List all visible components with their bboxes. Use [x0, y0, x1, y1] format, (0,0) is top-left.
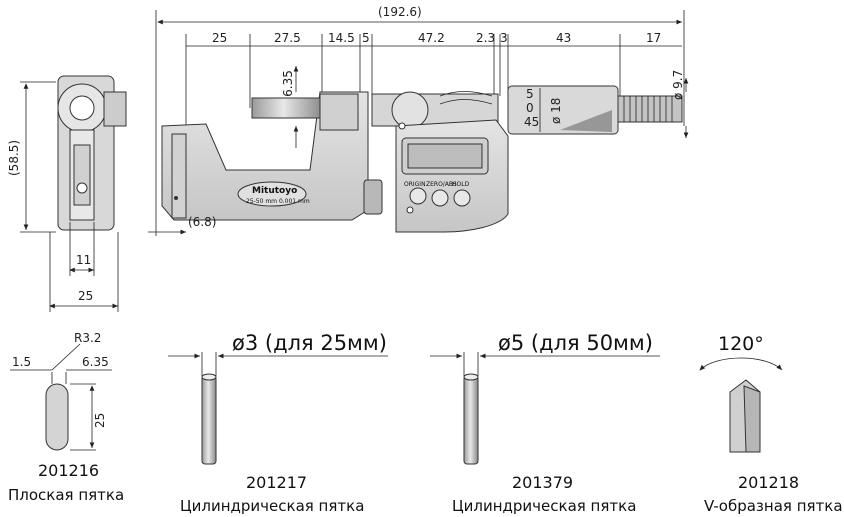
anvil-201217-size: ø3 (для 25мм)	[232, 331, 387, 355]
dim-overall: (192.6)	[378, 5, 422, 19]
anvil-201216-code: 201216	[38, 461, 99, 480]
anvil-201217-code: 201217	[246, 473, 307, 492]
anvil-201218-name: V-образная пятка	[704, 497, 843, 515]
anvil-201218: 120° 201218 V-образная пятка	[699, 333, 843, 515]
anvil-201216-a: 1.5	[12, 355, 31, 369]
brand-range: 25-50 mm 0.001 mm	[246, 198, 310, 205]
dim-43: 43	[556, 31, 571, 45]
dim-25: 25	[212, 31, 227, 45]
anvil-201379-name: Цилиндрическая пятка	[452, 497, 636, 515]
dim-side-25: 25	[78, 289, 93, 303]
anvil-201216: R3.2 1.5 6.35 25 201216 Плоская пятка	[8, 331, 124, 504]
anvil-201216-name: Плоская пятка	[8, 486, 124, 504]
thimble-mark-0: 0	[526, 101, 534, 115]
anvil-201216-r: R3.2	[74, 331, 101, 345]
anvil-201379-size: ø5 (для 50мм)	[498, 331, 653, 355]
dim-2-3: 2.3	[476, 31, 495, 45]
dim-side-height: (58.5)	[7, 140, 21, 176]
side-view: (58.5) 11 25	[7, 75, 127, 312]
anvil-201218-code: 201218	[738, 473, 799, 492]
thimble-mark-5: 5	[526, 87, 534, 101]
anvil-201217: ø3 (для 25мм) 201217 Цилиндрическая пятк…	[168, 331, 388, 515]
dim-27-5: 27.5	[274, 31, 301, 45]
thimble-mark-45: 45	[524, 115, 539, 129]
dim-3: 3	[500, 31, 508, 45]
dim-5: 5	[362, 31, 370, 45]
anvil-201379-code: 201379	[512, 473, 573, 492]
anvil-201218-angle: 120°	[718, 333, 764, 355]
anvil-201217-name: Цилиндрическая пятка	[180, 497, 364, 515]
dim-14-5: 14.5	[328, 31, 355, 45]
anvil-201379: ø5 (для 50мм) 201379 Цилиндрическая пятк…	[430, 331, 660, 515]
dim-17: 17	[646, 31, 661, 45]
dim-side-11: 11	[76, 253, 91, 267]
btn-zero-abs: ZERO/ABS	[426, 181, 457, 188]
btn-hold: HOLD	[452, 181, 470, 188]
dim-47-2: 47.2	[418, 31, 445, 45]
btn-origin: ORIGIN	[404, 181, 426, 188]
anvil-201216-h: 25	[93, 413, 107, 428]
dim-9-7: ø 9.7	[671, 70, 685, 100]
dim-18: ø 18	[549, 98, 563, 124]
brand-logo: Mitutoyo	[252, 186, 297, 196]
anvil-201216-b: 6.35	[82, 355, 109, 369]
dim-6-8: (6.8)	[188, 215, 216, 229]
front-view: (192.6) 25 27.5 14.5 5 47.2 2.3 3 43 17 …	[148, 5, 689, 236]
